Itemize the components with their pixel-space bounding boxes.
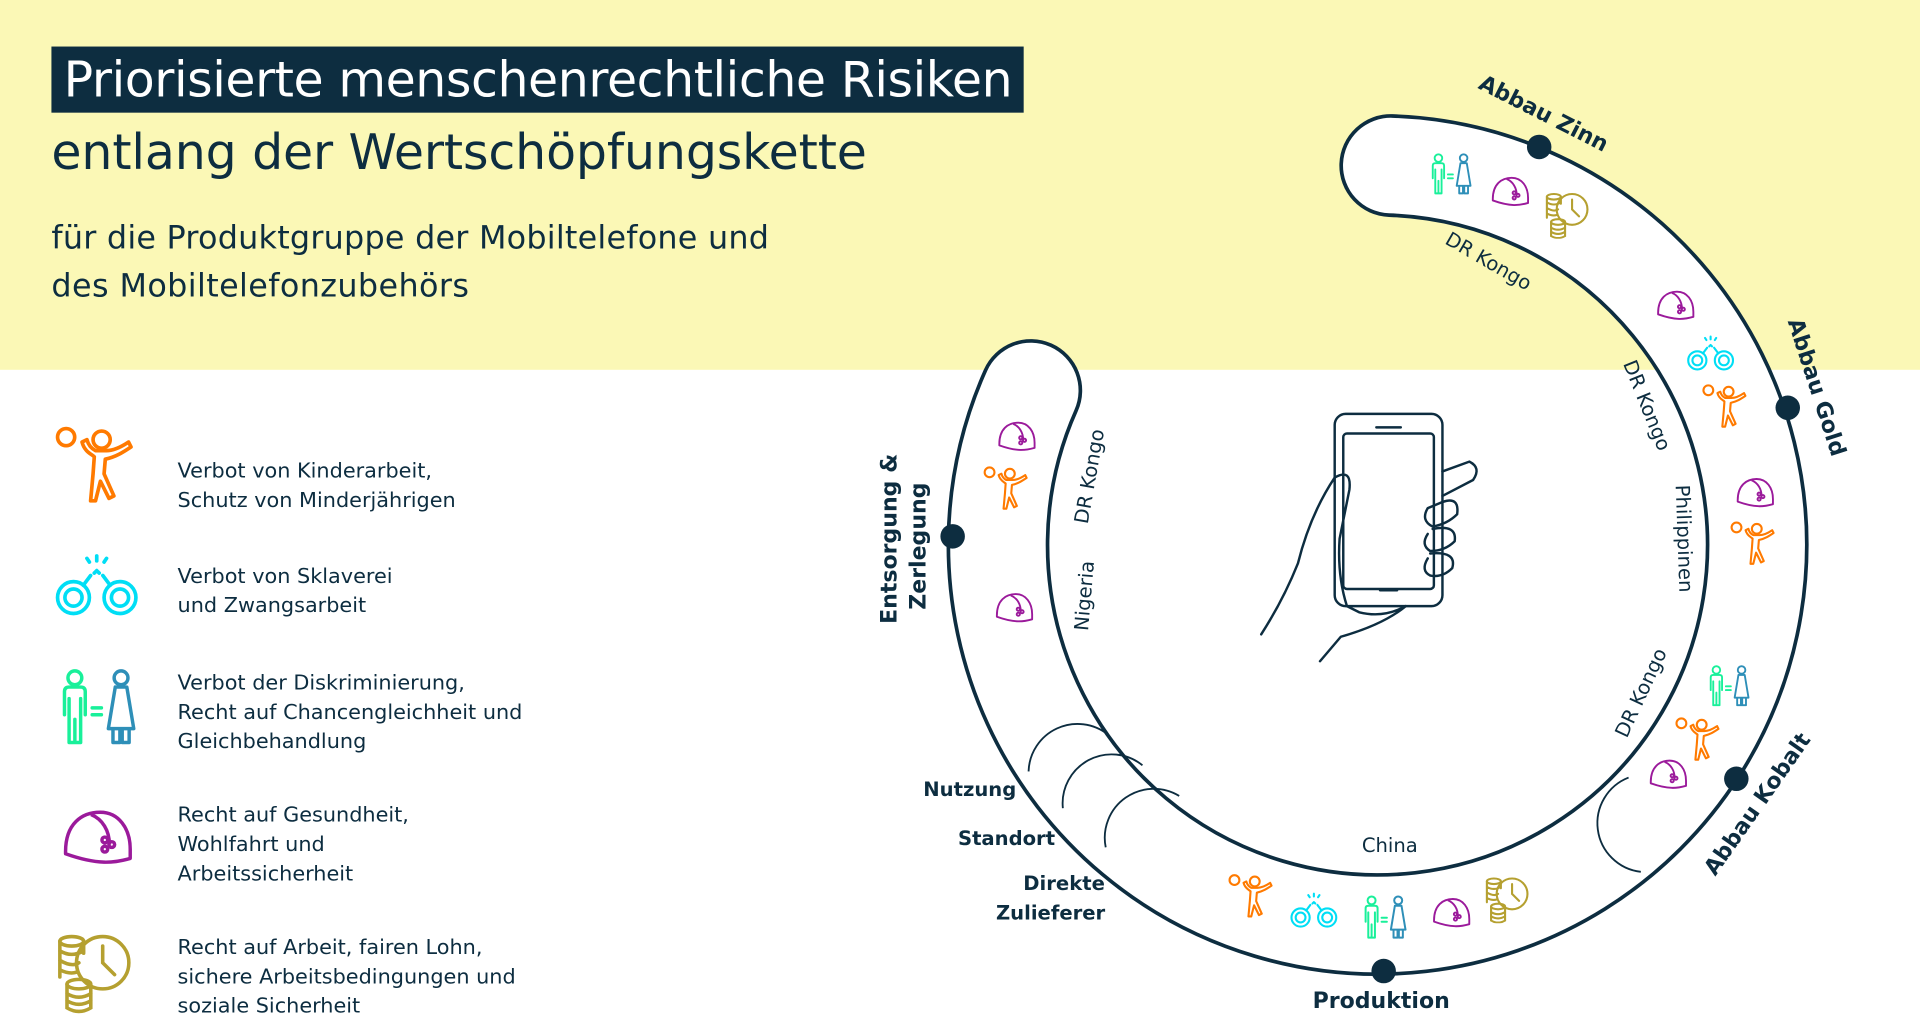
country-label: Philippinen <box>1671 484 1698 592</box>
country-label: DR Kongo <box>1070 427 1109 525</box>
legend: Verbot von Kinderarbeit, Schutz von Mind… <box>55 426 523 1018</box>
legend-text: Verbot von Kinderarbeit, <box>178 459 432 483</box>
legend-text: Wohlfahrt und <box>178 832 325 856</box>
legend-text: sichere Arbeitsbedingungen und <box>178 964 516 988</box>
country-label: Nigeria <box>1070 560 1099 632</box>
country-label: China <box>1362 834 1418 857</box>
handcuffs-icon <box>58 556 136 614</box>
stage-marker-gold <box>1775 395 1800 421</box>
stage-label-entsorgung-line2: Zerlegung <box>907 483 932 610</box>
legend-text: Recht auf Arbeit, fairen Lohn, <box>178 935 483 959</box>
subtitle-line1: für die Produktgruppe der Mobiltelefone … <box>51 219 769 257</box>
legend-text: und Zwangsarbeit <box>178 593 367 617</box>
title-highlight <box>51 46 1024 113</box>
legend-text: Recht auf Gesundheit, <box>178 803 409 827</box>
coins-clock-icon <box>58 934 131 1014</box>
stage-label-zulieferer-line2: Zulieferer <box>996 902 1106 925</box>
legend-text: soziale Sicherheit <box>178 994 361 1018</box>
stage-label-standort: Standort <box>958 827 1055 850</box>
legend-text: Schutz von Minderjährigen <box>178 488 456 512</box>
page-title: Priorisierte menschenrechtliche Risiken <box>64 52 1013 109</box>
stage-marker-kobalt <box>1724 766 1749 792</box>
stage-label-nutzung: Nutzung <box>923 778 1016 801</box>
legend-text: Verbot von Sklaverei <box>178 564 393 588</box>
legend-text: Arbeitssicherheit <box>178 861 354 885</box>
stage-marker-zinn <box>1526 134 1552 160</box>
child-labor-icon <box>55 426 133 503</box>
stage-label-zulieferer: Direkte <box>1023 872 1105 895</box>
stage-marker-entsorgung <box>940 524 965 549</box>
subtitle-line2: des Mobiltelefonzubehörs <box>51 266 469 304</box>
stage-label-entsorgung: Entsorgung & <box>877 454 902 624</box>
equality-icon <box>62 668 136 745</box>
helmet-icon <box>63 810 132 864</box>
legend-text: Verbot der Diskriminierung, <box>178 670 465 694</box>
stage-marker-produktion <box>1371 958 1396 984</box>
page-title-line2: entlang der Wertschöpfungskette <box>51 124 867 181</box>
legend-text: Gleichbehandlung <box>178 729 367 753</box>
phone-in-hand-icon <box>1260 412 1478 663</box>
legend-text: Recht auf Chancengleichheit und <box>178 700 523 724</box>
stage-label-produktion: Produktion <box>1313 989 1450 1014</box>
